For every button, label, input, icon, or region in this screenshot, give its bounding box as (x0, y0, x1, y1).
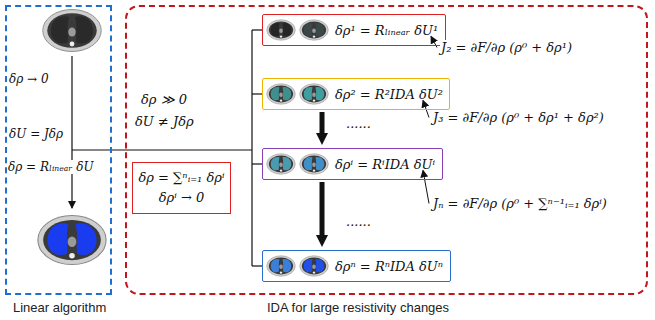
annotation-text: ...... (345, 116, 372, 131)
step-box: δρⁱ = RⁱIDA δUⁱ (262, 148, 443, 180)
formula-box: δρ = ∑ⁿᵢ₌₁ δρⁱδρⁱ → 0 (132, 162, 231, 214)
annotation-text: ...... (345, 214, 372, 229)
section-caption: Linear algorithm (13, 300, 106, 315)
ct-image (38, 216, 106, 265)
ct-image (267, 84, 296, 105)
annotation-text: δU ≠ Jδρ (134, 114, 195, 129)
leader-line (423, 170, 429, 203)
formula-text: δρⁱ → 0 (159, 188, 205, 208)
jacobian-formula: Jₙ = ∂F/∂ρ (ρ⁰ + ∑ⁿ⁻¹ᵢ₌₁ δρⁱ) (432, 196, 608, 211)
ct-image (300, 20, 329, 41)
formula-text: δρⁿ = RⁿIDA δUⁿ (335, 259, 443, 274)
ct-image (43, 10, 102, 52)
branch-line (251, 30, 252, 266)
formula-text: δρ² = R²IDA δU² (335, 87, 443, 102)
ct-image (300, 154, 329, 175)
jacobian-formula: J₂ = ∂F/∂ρ (ρ⁰ + δρ¹) (440, 40, 573, 55)
annotation-text: δU = Jδρ (8, 127, 64, 141)
jacobian-formula: J₃ = ∂F/∂ρ (ρ⁰ + δρ¹ + δρ²) (432, 110, 605, 125)
ct-image (300, 256, 329, 277)
formula-text: δρⁱ = RⁱIDA δUⁱ (335, 157, 435, 172)
branch-line (72, 149, 252, 150)
step-box: δρ² = R²IDA δU² (262, 78, 450, 110)
formula-text: δρ = ∑ⁿᵢ₌₁ δρⁱ (138, 168, 224, 188)
arrow-line (71, 56, 72, 208)
branch-line (252, 93, 262, 94)
annotation-text: δρ → 0 (8, 72, 50, 86)
section-caption: IDA for large resistivity changes (267, 300, 449, 315)
formula-text: δρ¹ = Rₗᵢₙₑₐᵣ δU¹ (335, 23, 438, 38)
annotation-text: δρ ≫ 0 (140, 92, 188, 107)
branch-line (252, 163, 262, 164)
flow-arrow (320, 182, 325, 237)
step-box: δρⁿ = RⁿIDA δUⁿ (262, 250, 451, 282)
ct-image (267, 154, 296, 175)
step-box: δρ¹ = Rₗᵢₙₑₐᵣ δU¹ (262, 14, 446, 46)
ct-image (267, 20, 296, 41)
leader-line (423, 100, 429, 117)
ct-image (300, 84, 329, 105)
ct-image (267, 256, 296, 277)
flow-arrow (320, 112, 325, 135)
annotation-text: δρ = Rₗᵢₙₑₐᵣ δU (7, 160, 95, 174)
branch-line (252, 265, 262, 266)
branch-line (252, 29, 262, 30)
region-box: Linear algorithm (5, 5, 112, 295)
